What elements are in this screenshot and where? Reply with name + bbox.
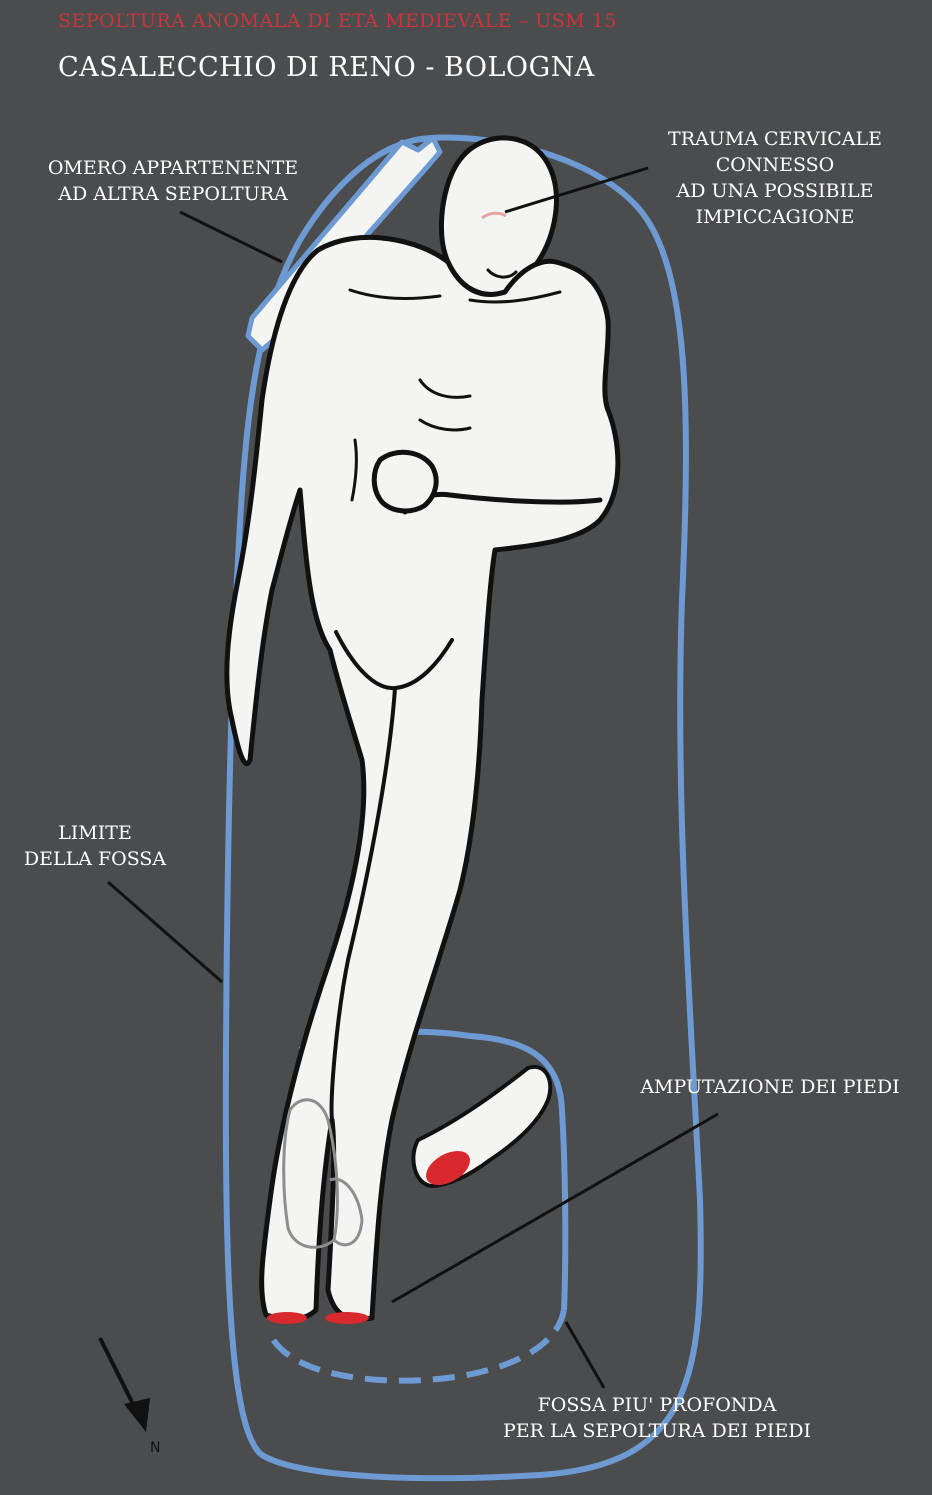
label-line: OMERO APPARTENENTE (18, 155, 328, 181)
ankle-wound-right (325, 1312, 369, 1324)
label-line: IMPICCAGIONE (640, 204, 910, 230)
label-pit-limit: LIMITE DELLA FOSSA (10, 820, 180, 872)
label-line: AMPUTAZIONE DEI PIEDI (612, 1074, 928, 1100)
label-line: DELLA FOSSA (10, 846, 180, 872)
label-cervical-trauma: TRAUMA CERVICALE CONNESSO AD UNA POSSIBI… (640, 126, 910, 230)
label-line: AD ALTRA SEPOLTURA (18, 181, 328, 207)
north-label: N (150, 1440, 160, 1456)
title-red: SEPOLTURA ANOMALA DI ETÀ MEDIEVALE – USM… (58, 10, 617, 32)
label-line: CONNESSO (640, 152, 910, 178)
label-line: TRAUMA CERVICALE (640, 126, 910, 152)
label-line: AD UNA POSSIBILE (640, 178, 910, 204)
feet-pit-dashed (268, 1310, 564, 1381)
label-line: LIMITE (10, 820, 180, 846)
north-arrow-icon (100, 1338, 150, 1432)
label-line: PER LA SEPOLTURA DEI PIEDI (462, 1418, 852, 1444)
subtitle: CASALECCHIO DI RENO - BOLOGNA (58, 52, 595, 83)
label-line: FOSSA PIU' PROFONDA (462, 1392, 852, 1418)
label-feet-amputation: AMPUTAZIONE DEI PIEDI (612, 1074, 928, 1100)
label-deeper-pit: FOSSA PIU' PROFONDA PER LA SEPOLTURA DEI… (462, 1392, 852, 1444)
amputated-foot (413, 1067, 550, 1192)
ankle-wound-left (267, 1312, 307, 1324)
label-foreign-humerus: OMERO APPARTENENTE AD ALTRA SEPOLTURA (18, 155, 328, 207)
